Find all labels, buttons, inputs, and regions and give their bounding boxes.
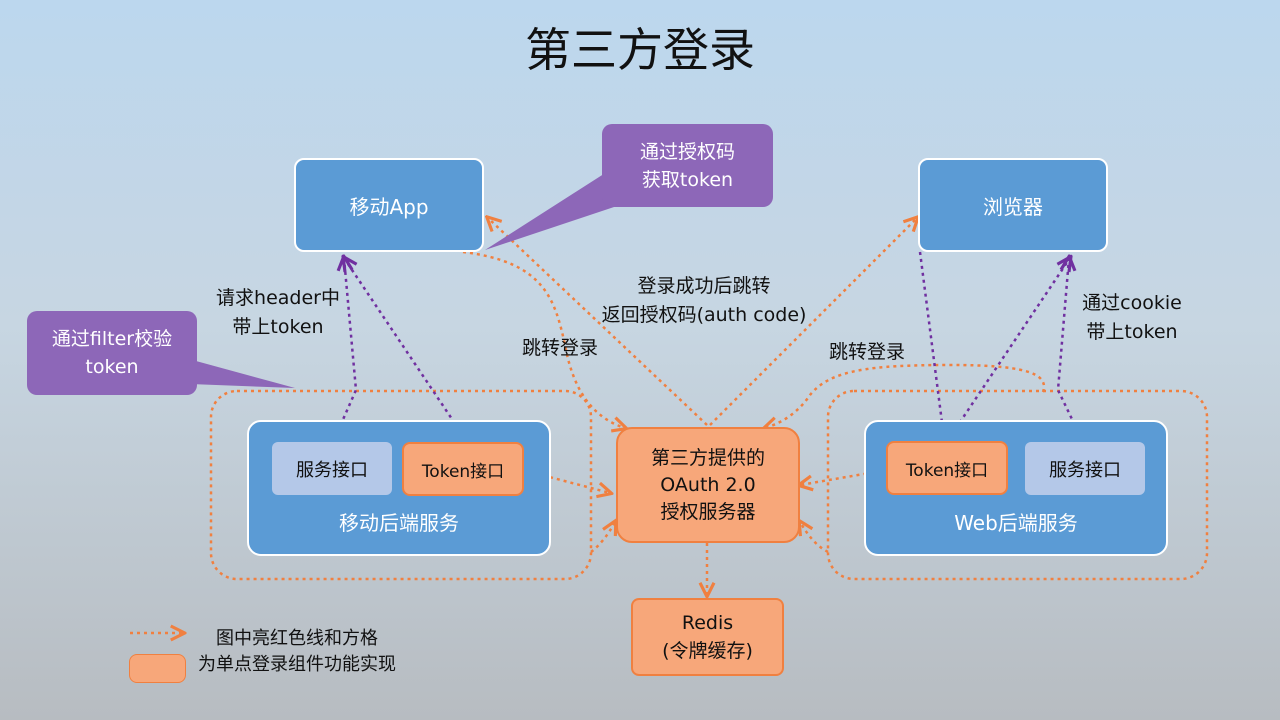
legend-swatch (129, 654, 186, 683)
mobile-token-api: Token接口 (402, 442, 524, 496)
arrow-app-redirect-login (462, 250, 625, 428)
mobile-app-node: 移动App (294, 158, 484, 252)
arrow-oauth-to-app (488, 218, 708, 426)
redis-node: Redis (令牌缓存) (631, 598, 784, 676)
oauth-server-line3: 授权服务器 (660, 500, 756, 523)
arrow-web-group-to-oauth (800, 522, 829, 554)
arrow-token-api-browser (946, 258, 1070, 441)
page-title: 第三方登录 (525, 23, 755, 77)
label-cookie-token-line2: 带上token (1086, 321, 1178, 343)
oauth-server-line1: 第三方提供的 (650, 446, 765, 469)
arrow-app-token-api (344, 258, 466, 440)
mobile-app-label: 移动App (349, 194, 429, 219)
legend-line2: 为单点登录组件功能实现 (198, 654, 396, 675)
web-token-api: Token接口 (886, 441, 1008, 495)
browser-node: 浏览器 (918, 158, 1108, 252)
label-header-token: 请求header中 带上token (198, 284, 358, 342)
mobile-token-api-label: Token接口 (421, 461, 505, 482)
arrow-browser-redirect-login (765, 363, 1046, 428)
arrow-browser-token-api (918, 251, 944, 438)
callout-filter-line1: 通过filter校验 (51, 328, 173, 350)
callout-auth-code-line2: 获取token (641, 168, 734, 191)
label-login-success-line2: 返回授权码(auth code) (601, 304, 807, 326)
mobile-service-api: 服务接口 (272, 442, 392, 495)
label-redirect-login-right: 跳转登录 (828, 341, 905, 363)
web-token-api-label: Token接口 (905, 460, 989, 481)
mobile-backend-label: 移动后端服务 (339, 511, 459, 535)
callout-filter: 通过filter校验 token (27, 311, 197, 395)
mobile-service-api-label: 服务接口 (296, 459, 368, 481)
oauth-server: 第三方提供的 OAuth 2.0 授权服务器 (616, 427, 800, 543)
label-login-success: 登录成功后跳转 返回授权码(auth code) (578, 272, 830, 330)
label-cookie-token: 通过cookie 带上token (1064, 289, 1200, 347)
callout-auth-code-line1: 通过授权码 (639, 140, 735, 163)
web-service-api: 服务接口 (1025, 442, 1145, 495)
callout-auth-code: 通过授权码 获取token (602, 124, 773, 207)
label-redirect-login-left: 跳转登录 (521, 337, 598, 359)
oauth-server-line2: OAuth 2.0 (660, 473, 756, 496)
browser-label: 浏览器 (983, 194, 1043, 219)
callout-filter-tail (185, 358, 295, 388)
arrow-mobile-group-to-oauth (590, 522, 615, 553)
redis-line2: (令牌缓存) (662, 640, 753, 662)
legend-line1: 图中亮红色线和方格 (216, 628, 378, 649)
callout-auth-code-tail (485, 170, 635, 250)
web-backend-label: Web后端服务 (954, 511, 1078, 535)
web-group-outline (826, 389, 1209, 581)
label-header-token-line1: 请求header中 (216, 287, 340, 309)
label-header-token-line2: 带上token (232, 316, 324, 338)
web-service-api-label: 服务接口 (1049, 459, 1121, 481)
label-login-success-line1: 登录成功后跳转 (637, 275, 771, 297)
arrow-browser-service-api (1056, 258, 1082, 440)
label-cookie-token-line1: 通过cookie (1082, 292, 1182, 314)
callout-filter-line2: token (85, 356, 139, 378)
redis-line1: Redis (681, 612, 734, 634)
